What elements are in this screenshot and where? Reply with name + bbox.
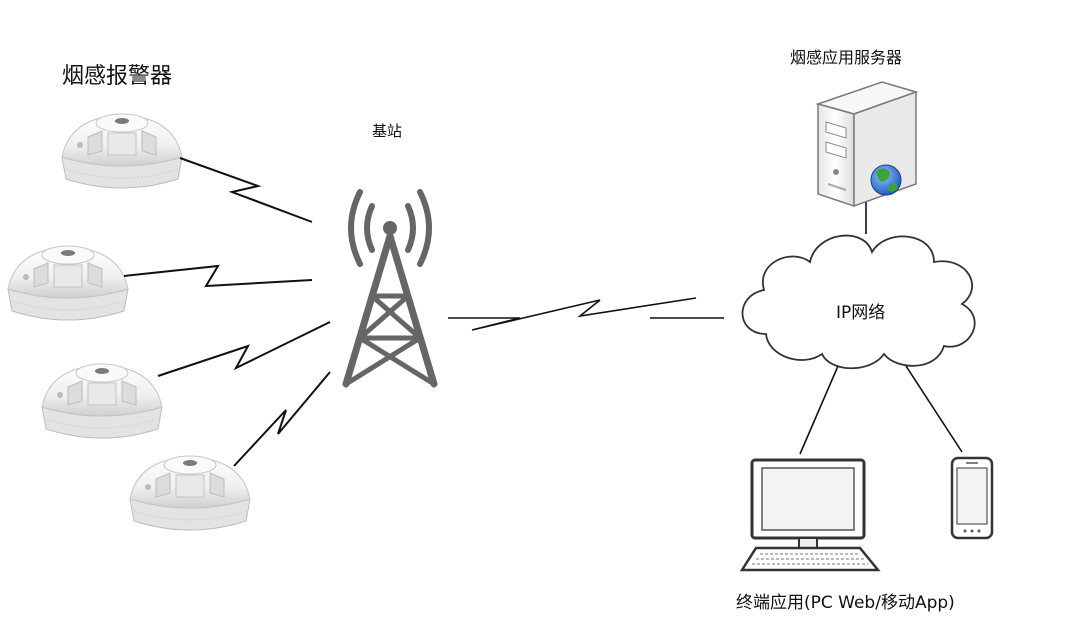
cloud-icon	[741, 234, 976, 370]
wireless-link	[123, 264, 313, 288]
desktop-computer-icon	[739, 458, 881, 572]
terminal-link	[799, 365, 839, 455]
server-label: 烟感应用服务器	[790, 48, 903, 67]
smartphone-icon	[950, 456, 994, 540]
wireless-link	[157, 321, 331, 377]
wireless-link	[233, 371, 331, 467]
cell-tower-icon	[342, 189, 438, 388]
wireless-link	[179, 157, 313, 223]
globe-icon	[870, 164, 902, 196]
smoke-detector-icon	[61, 113, 183, 189]
smoke-detector-icon	[41, 363, 163, 439]
terminal-link	[905, 365, 963, 453]
smoke-detector-icon	[129, 455, 251, 531]
base-station-label: 基站	[372, 122, 403, 140]
smoke-detector-icon	[7, 245, 129, 321]
network-label: IP网络	[836, 303, 886, 323]
backhaul-link	[448, 297, 724, 331]
detectors-label: 烟感报警器	[62, 64, 173, 89]
terminal-label: 终端应用(PC Web/移动App)	[736, 593, 955, 613]
server-icon	[815, 81, 919, 208]
